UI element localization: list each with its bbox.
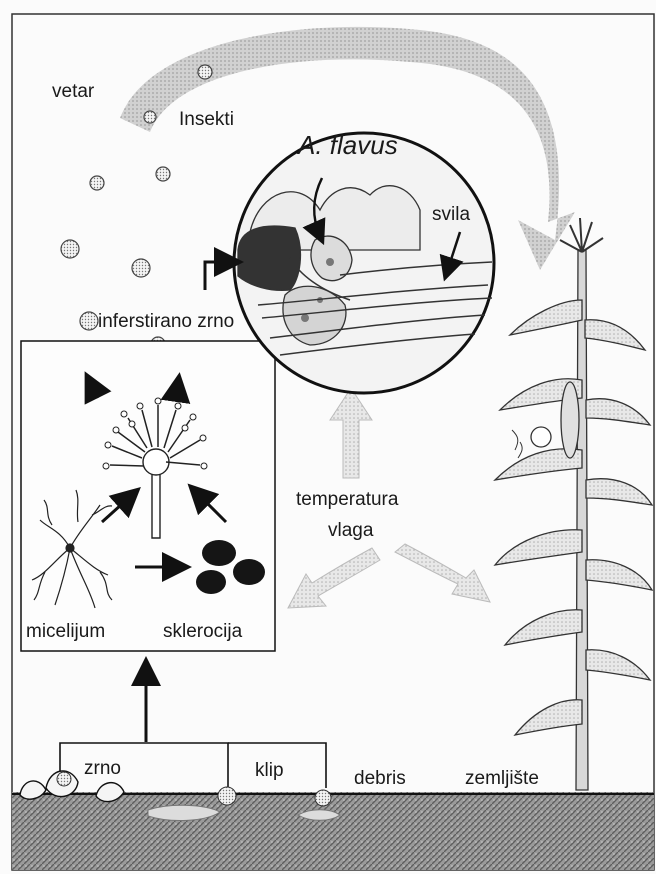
label-cob: klip [255,761,284,780]
soil-strip [12,792,654,870]
label-sclerotia: sklerocija [163,622,242,641]
spore [132,259,150,277]
corn-leaf [515,700,582,735]
label-insects: Insekti [179,110,234,129]
left-shaded-arrow [288,548,380,608]
spore [156,167,170,181]
label-temperature: temperatura [296,490,398,509]
spore-on-kernel [57,772,71,786]
spore [198,65,212,79]
spore-on-silk [531,427,551,447]
corn-leaf [586,560,652,590]
corn-leaf [505,610,582,645]
corn-leaf [586,399,650,425]
conidiophore-stalk [152,468,160,538]
corn-leaf [510,300,582,335]
label-soil: zemljište [465,769,539,788]
corn-leaf [586,650,650,680]
spore [90,176,104,190]
corn-leaf [585,320,645,350]
sclerotium [233,559,265,585]
conidiophore-vesicle [143,449,169,475]
label-kernel: zrno [84,759,121,778]
lifecycle-box [21,341,275,651]
label-fungus: A. flavus [298,132,398,158]
silk-strands [512,430,522,458]
spore-on-debris [315,790,331,806]
corn-plant [495,218,652,790]
spore [144,111,156,123]
corn-ear [561,382,579,458]
spore-on-cob [218,787,236,805]
label-debris: debris [354,769,406,788]
dark-kernel-cell [238,226,300,290]
spore [80,312,98,330]
sclerotium [196,570,226,594]
corn-leaf [495,530,582,565]
label-infested-kernel: inferstirano zrno [98,312,234,331]
label-humidity: vlaga [328,521,373,540]
right-shaded-arrow [395,544,490,602]
sclerotium [202,540,236,566]
label-mycelium: micelijum [26,622,105,641]
label-silk: svila [432,205,470,224]
spore [61,240,79,258]
bracket-arrow [205,262,232,290]
label-wind: vetar [52,82,94,101]
corn-leaf [586,479,652,505]
up-shaded-arrow [330,388,372,478]
arrow-spore-release-right [176,384,178,398]
